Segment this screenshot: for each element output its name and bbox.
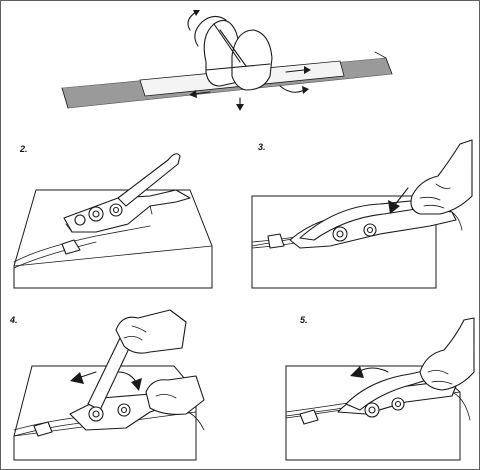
hand-icon [410, 139, 473, 215]
step-1-strap-shadow [61, 51, 393, 109]
step-5-label: 5. [300, 315, 308, 325]
arrow-icon [117, 371, 137, 383]
step-3-label: 3. [258, 142, 266, 152]
tensioner-tool-icon [63, 153, 191, 233]
step-1-arrows [187, 10, 311, 111]
step-3-panel: 3. [251, 139, 473, 289]
step-4-panel: 4. [9, 309, 205, 461]
curved-arrow-icon [187, 11, 197, 31]
arrow-icon [285, 69, 305, 73]
step-5-seal [299, 409, 319, 425]
hand-icon [419, 317, 475, 391]
curved-arrow-icon [279, 85, 305, 93]
hand-icon [145, 375, 205, 415]
step-4-label: 4. [9, 315, 18, 325]
step-5-panel: 5. [285, 315, 475, 461]
step-2-seal [61, 239, 81, 255]
step-2-panel: 2. [13, 144, 213, 289]
step-1-panel [61, 10, 393, 111]
step-2-strap [13, 225, 151, 269]
arrow-icon [393, 187, 409, 207]
step-3-seal [267, 233, 285, 249]
arrow-icon [193, 91, 211, 95]
step-4-seal [33, 421, 53, 437]
hand-icon [115, 309, 187, 354]
step-2-label: 2. [19, 144, 28, 154]
seal-buckle-icon [194, 15, 273, 91]
